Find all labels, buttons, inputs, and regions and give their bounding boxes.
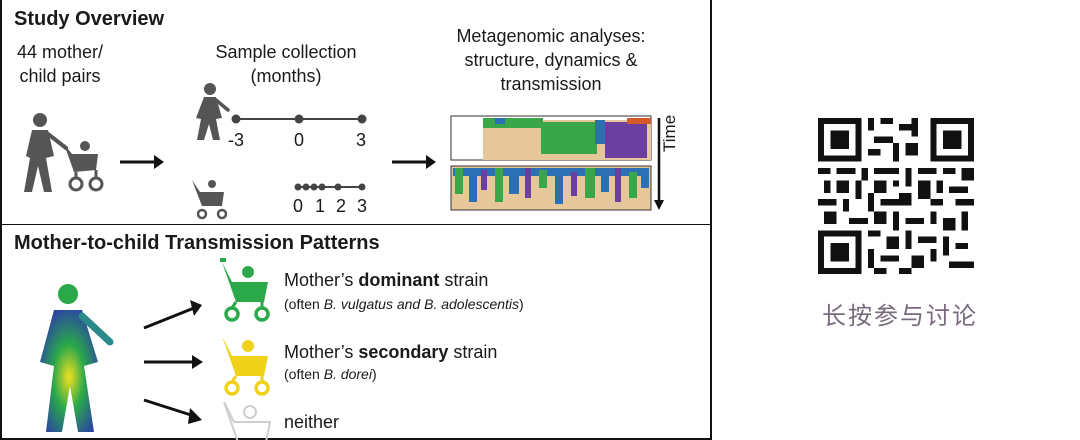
secondary-strain-note: (often B. dorei)	[284, 366, 377, 382]
dominant-stroller-icon	[220, 258, 270, 322]
mother-gradient-icon	[40, 284, 114, 432]
dominant-note-post: )	[519, 296, 524, 312]
secondary-note-pre: (often	[284, 366, 324, 382]
dominant-post: strain	[439, 270, 489, 290]
dominant-bold: dominant	[358, 270, 440, 290]
pairs-label-line2: child pairs	[19, 66, 101, 86]
mother-tick-0: -3	[228, 130, 245, 150]
pairs-label: 44 mother/ child pairs	[10, 40, 110, 88]
secondary-pre: Mother’s	[284, 342, 359, 362]
child-tick-1: 1	[315, 196, 326, 216]
secondary-note-post: )	[371, 366, 377, 382]
secondary-stroller-icon	[222, 336, 270, 396]
transmission-heading: Mother-to-child Transmission Patterns	[14, 232, 380, 254]
neither-label: neither	[284, 412, 340, 432]
mother-tick-2: 3	[356, 130, 367, 150]
strain-abundance-plot	[450, 115, 664, 211]
transmission-arrows	[143, 300, 203, 424]
child-tick-3: 3	[357, 196, 368, 216]
time-label: Time	[660, 114, 679, 152]
qr-code-icon[interactable]	[818, 118, 974, 274]
arrow-to-collection	[120, 155, 164, 169]
study-overview-heading: Study Overview	[14, 8, 165, 30]
graphical-abstract: Study Overview 44 mother/ child pairs Sa…	[0, 0, 712, 440]
child-tick-2: 2	[336, 196, 347, 216]
meta-label-line1: Metagenomic analyses:	[456, 26, 646, 46]
secondary-post: strain	[448, 342, 498, 362]
meta-label-line3: transmission	[500, 74, 602, 94]
sample-collection-label: Sample collection (months)	[198, 40, 374, 88]
sample-label-line2: (months)	[250, 66, 322, 86]
child-tick-0: 0	[293, 196, 304, 216]
dominant-note-pre: (often	[284, 296, 324, 312]
metagenomic-label: Metagenomic analyses: structure, dynamic…	[426, 24, 676, 96]
mother-icon	[196, 83, 230, 140]
dominant-note-species: B. vulgatus and B. adolescentis	[323, 296, 520, 312]
dominant-strain-label: Mother’s dominant strain	[284, 270, 488, 291]
section-divider	[2, 224, 712, 225]
qr-caption: 长按参与讨论	[822, 302, 978, 330]
mother-timeline	[231, 114, 367, 124]
neither-stroller-icon	[223, 401, 272, 440]
child-stroller-icon	[192, 180, 228, 220]
secondary-note-species: B. dorei	[323, 366, 372, 382]
mother-tick-1: 0	[294, 130, 305, 150]
dominant-pre: Mother’s	[284, 270, 359, 290]
child-timeline	[294, 183, 366, 191]
secondary-bold: secondary	[358, 342, 449, 362]
arrow-to-analysis	[392, 155, 436, 169]
secondary-strain-label: Mother’s secondary strain	[284, 342, 497, 363]
mother-stroller-icon	[24, 113, 104, 192]
meta-label-line2: structure, dynamics &	[464, 50, 638, 70]
dominant-strain-note: (often B. vulgatus and B. adolescentis)	[284, 296, 524, 312]
pairs-label-line1: 44 mother/	[16, 42, 104, 62]
sample-label-line1: Sample collection	[215, 42, 357, 62]
